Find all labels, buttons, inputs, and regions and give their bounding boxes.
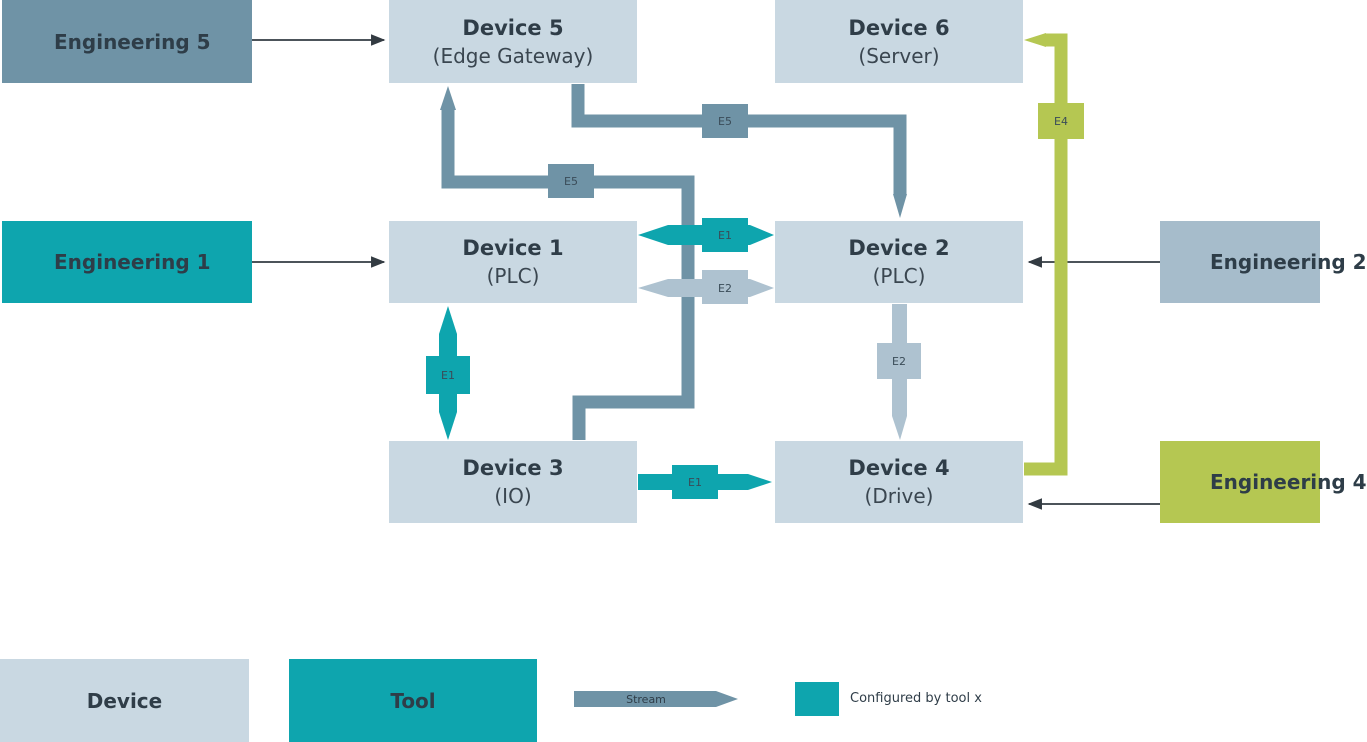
- device-2-box: Device 2 (PLC): [775, 221, 1023, 303]
- stream-e1-d1-d3: E1: [426, 306, 470, 440]
- stream-e5-d5-to-d2: E5: [571, 84, 907, 218]
- legend-device-label: Device: [86, 688, 163, 713]
- device-2-subtitle: (PLC): [872, 264, 926, 288]
- stream-tag-e1-low: [672, 465, 718, 499]
- stream-tag-e4-label: E4: [1054, 115, 1068, 128]
- engineering-1-label: Engineering 1: [54, 250, 211, 274]
- engineering-1-box: Engineering 1: [2, 221, 252, 303]
- engineering-2-label: Engineering 2: [1210, 250, 1367, 274]
- device-1-title: Device 1: [462, 236, 564, 260]
- device-5-subtitle: (Edge Gateway): [432, 43, 594, 68]
- device-3-title: Device 3: [462, 456, 564, 480]
- device-4-subtitle: (Drive): [864, 484, 934, 508]
- device-1-subtitle: (PLC): [486, 264, 540, 288]
- stream-tag-e1-low-label: E1: [688, 476, 702, 489]
- engineering-4-box: Engineering 4: [1160, 441, 1367, 523]
- device-4-box: Device 4 (Drive): [775, 441, 1023, 523]
- stream-e2-d1-d2: E2: [638, 270, 774, 304]
- connection-diagram: E5 E5 E4 E1 E2 E1 E2 E: [252, 33, 1160, 716]
- legend-stream-arrow: Stream: [574, 691, 738, 707]
- device-3-box: Device 3 (IO): [389, 441, 637, 523]
- engineering-5-label: Engineering 5: [54, 29, 211, 54]
- stream-e2-d2-to-d4: E2: [877, 304, 921, 440]
- stream-e1-d1-d2: E1: [638, 218, 774, 252]
- legend-device-box: Device: [0, 659, 249, 742]
- stream-tag-e1-h-label: E1: [718, 229, 732, 242]
- legend-configured-swatch: [795, 682, 839, 716]
- stream-e4-d4-to-d6: E4: [1024, 33, 1084, 476]
- stream-tag-e4: [1038, 103, 1084, 139]
- stream-tag-e2-h: [702, 270, 748, 304]
- stream-tag-e2-v: [877, 343, 921, 379]
- engineering-4-label: Engineering 4: [1210, 470, 1367, 494]
- stream-tag-e5-top: [702, 104, 748, 138]
- stream-tag-e2-v-label: E2: [892, 355, 906, 368]
- legend-tool-label: Tool: [390, 688, 436, 713]
- legend-configured-label: Configured by tool x: [850, 691, 982, 706]
- engineering-5-box: Engineering 5: [2, 0, 252, 83]
- device-6-title: Device 6: [848, 15, 950, 40]
- device-6-subtitle: (Server): [858, 43, 940, 68]
- stream-tag-e5-mid-label: E5: [564, 175, 578, 188]
- stream-tag-e1-v-label: E1: [441, 369, 455, 382]
- device-5-title: Device 5: [462, 15, 564, 40]
- legend-stream-label: Stream: [626, 693, 666, 706]
- device-3-subtitle: (IO): [494, 484, 532, 508]
- legend-tool-box: Tool: [289, 659, 537, 742]
- device-1-box: Device 1 (PLC): [389, 221, 637, 303]
- device-2-title: Device 2: [848, 236, 950, 260]
- stream-tag-e5-mid: [548, 164, 594, 198]
- stream-tag-e1-h: [702, 218, 748, 252]
- device-6-box: Device 6 (Server): [775, 0, 1023, 83]
- stream-tag-e1-v: [426, 356, 470, 394]
- device-5-box: Device 5 (Edge Gateway): [389, 0, 637, 83]
- stream-tag-e2-h-label: E2: [718, 282, 732, 295]
- engineering-2-box: Engineering 2: [1160, 221, 1367, 303]
- stream-e1-d3-to-d4: E1: [638, 465, 772, 499]
- device-4-title: Device 4: [848, 456, 950, 480]
- stream-tag-e5-top-label: E5: [718, 115, 732, 128]
